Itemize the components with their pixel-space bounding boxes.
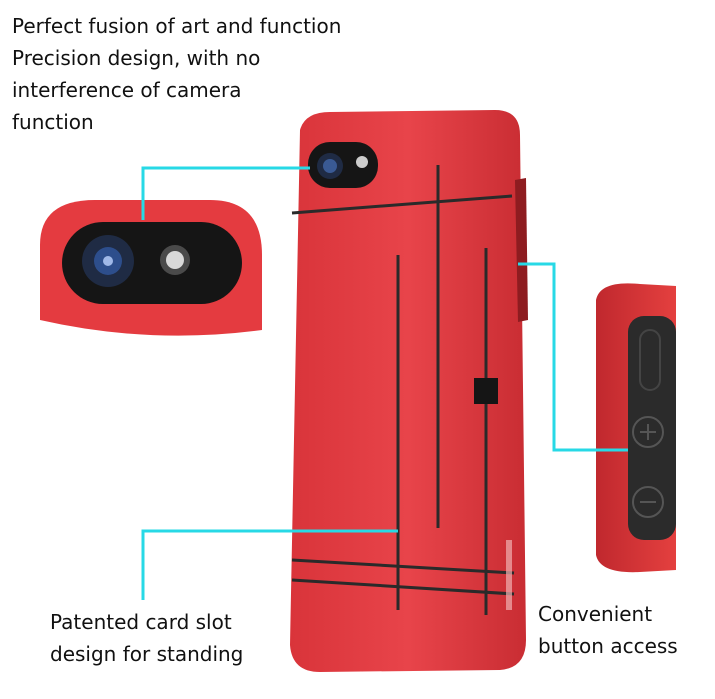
mute-switch-icon <box>639 329 661 391</box>
case-grooves <box>291 165 515 615</box>
caption-precision-line-1: Precision design, with no <box>12 46 261 70</box>
caption-card-slot: Patented card slot design for standing <box>50 606 270 670</box>
caption-card-slot-line-1: Patented card slot <box>50 610 232 634</box>
button-callout-line <box>518 262 628 452</box>
camera-zoom-inset <box>40 200 262 336</box>
card-slot-callout-line <box>141 529 398 600</box>
card-slot-tab <box>474 378 498 404</box>
caption-button-line-1: Convenient <box>538 602 653 626</box>
callout-lines <box>141 166 628 600</box>
button-recess <box>628 316 676 540</box>
caption-precision-line-3: function <box>12 110 94 134</box>
caption-precision-line-2: interference of camera <box>12 78 242 102</box>
volume-down-icon <box>632 486 664 518</box>
caption-card-slot-line-2: design for standing <box>50 642 244 666</box>
brand-mark <box>506 540 512 610</box>
button-zoom-inset <box>596 283 676 573</box>
volume-up-icon <box>632 416 664 448</box>
caption-button-access: Convenient button access <box>538 598 708 662</box>
caption-art-function-text: Perfect fusion of art and function <box>12 14 342 38</box>
case-side-edge <box>515 178 528 322</box>
caption-art-function: Perfect fusion of art and function Preci… <box>12 10 352 138</box>
camera-callout-line <box>141 166 310 220</box>
phone-case <box>290 110 528 672</box>
camera-cutout <box>308 142 378 188</box>
caption-button-line-2: button access <box>538 634 678 658</box>
